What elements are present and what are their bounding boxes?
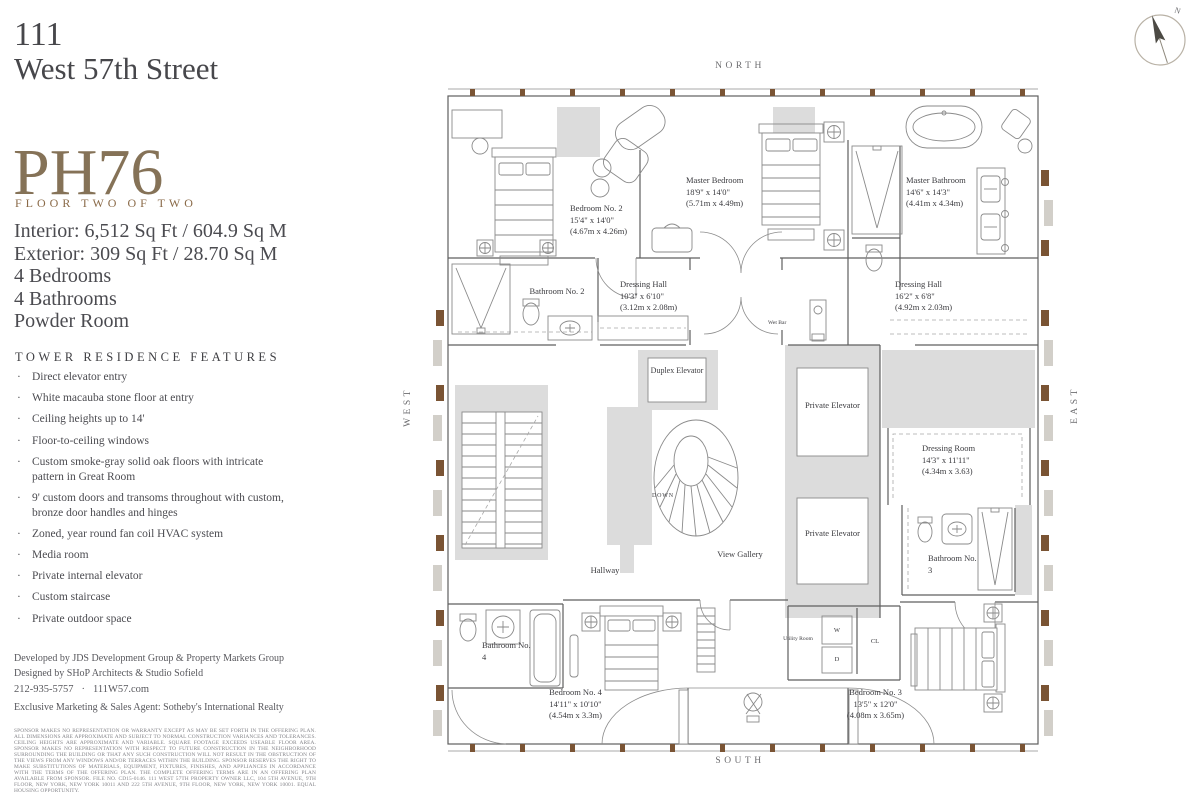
website-link[interactable]: 111W57.com <box>93 684 150 695</box>
west-label: WEST <box>402 387 413 427</box>
closet-label: CL <box>870 638 880 645</box>
east-label: EAST <box>1069 386 1080 424</box>
south-mullion-right <box>848 689 859 745</box>
stat-powder: Powder Room <box>14 310 129 332</box>
address-number: 111 <box>14 16 63 53</box>
room-label-dressing-hall-right: Dressing Hall 16'2" x 6'8" (4.92m x 2.03… <box>895 279 953 312</box>
utility-fixtures <box>821 615 853 674</box>
credits: Developed by JDS Development Group & Pro… <box>14 652 284 681</box>
closet-lines <box>458 319 1028 592</box>
developer-credit: Developed by JDS Development Group & Pro… <box>14 653 284 664</box>
room-label-dressing-hall-left: Dressing Hall 10'3" x 6'10" (3.12m x 2.0… <box>620 279 678 312</box>
plant-table <box>743 692 763 723</box>
room-label-bedroom2: Bedroom No. 2 15'4" x 14'0" (4.67m x 4.2… <box>570 203 628 236</box>
feature-item: Custom smoke-gray solid oak floors with … <box>14 455 286 484</box>
stat-bedrooms: 4 Bedrooms <box>14 265 112 287</box>
exterior-wall <box>447 95 1039 745</box>
floor-label: FLOOR TWO OF TWO <box>15 196 197 210</box>
room-label-private-elevator-lower: Private Elevator <box>805 528 860 538</box>
dryer-label: D <box>834 656 840 663</box>
features-list: Direct elevator entry White macauba ston… <box>14 370 286 633</box>
legal-disclaimer: SPONSOR MAKES NO REPRESENTATION OR WARRA… <box>14 728 316 794</box>
spiral-staircase <box>653 419 739 537</box>
duplex-elevator-cab <box>647 357 707 403</box>
south-mullion-left <box>678 689 689 745</box>
west-facade <box>433 310 444 736</box>
features-title: TOWER RESIDENCE FEATURES <box>15 350 281 364</box>
address-street: West 57th Street <box>14 50 219 86</box>
designer-credit: Designed by SHoP Architects & Studio Sof… <box>14 667 204 679</box>
stair-direction-line <box>464 415 539 546</box>
bedroom2-closet-block <box>557 107 600 157</box>
private-elevator-cab-lower <box>796 497 869 585</box>
unit-stats: Interior: 6,512 Sq Ft / 604.9 Sq M Exter… <box>14 220 287 333</box>
north-window-ticks <box>470 89 1025 96</box>
stair-rail <box>495 411 506 549</box>
feature-item: 9' custom doors and transoms throughout … <box>14 491 286 520</box>
feature-item: Private outdoor space <box>14 612 286 627</box>
north-label: NORTH <box>715 61 765 71</box>
feature-item: Floor-to-ceiling windows <box>14 434 286 449</box>
center-core <box>607 407 652 545</box>
room-label-master-bedroom: Master Bedroom 18'9" x 14'0" (5.71m x 4.… <box>686 175 744 208</box>
room-label-private-elevator-upper: Private Elevator <box>805 400 860 410</box>
room-label-wet-bar: Wet Bar <box>768 320 787 326</box>
south-window-ticks <box>470 744 1025 752</box>
bedroom4-furniture <box>569 605 716 691</box>
room-label-bathroom4: Bathroom No. 4 <box>482 640 531 662</box>
master-bathroom-fixtures <box>851 105 1033 272</box>
feature-item: Media room <box>14 548 286 563</box>
dressing-hall-closet <box>597 315 689 341</box>
bath3-wall <box>1015 505 1032 595</box>
center-core-stem <box>620 545 634 573</box>
private-elevator-cab-upper <box>796 367 869 457</box>
feature-item: Direct elevator entry <box>14 370 286 385</box>
entry-doors <box>699 231 783 335</box>
phone-number: 212-935-5757 <box>14 684 74 695</box>
contact-line: 212-935-5757 · 111W57.com <box>14 684 149 695</box>
feature-item: Zoned, year round fan coil HVAC system <box>14 527 286 542</box>
room-label-view-gallery: View Gallery <box>717 549 763 559</box>
wet-bar-fixture <box>809 299 827 342</box>
interior-walls <box>448 140 1038 744</box>
bathroom2-fixtures <box>451 263 593 341</box>
bedroom3-furniture <box>910 603 1006 713</box>
room-label-master-bathroom: Master Bathroom 14'6" x 14'3" (4.41m x 4… <box>906 175 966 208</box>
room-label-bathroom3: Bathroom No. 3 <box>928 553 977 575</box>
room-label-bathroom2: Bathroom No. 2 <box>529 286 585 296</box>
unit-name: PH76 <box>13 136 164 209</box>
master-bedroom-furniture <box>592 104 845 253</box>
svg-text:N: N <box>1173 5 1182 16</box>
washer-label: W <box>833 627 841 634</box>
bathroom4-fixtures <box>459 609 561 687</box>
stat-bathrooms: 4 Bathrooms <box>14 287 117 310</box>
bathroom3-fixtures <box>917 507 1013 591</box>
room-label-hallway: Hallway <box>590 565 620 575</box>
room-label-utility: Utility Room <box>783 636 813 642</box>
down-label: DOWN <box>652 493 674 499</box>
feature-item: Ceiling heights up to 14' <box>14 412 286 427</box>
building-address: 111 West 57th Street <box>14 16 219 86</box>
dressing-room-millwork <box>882 350 1035 428</box>
room-label-duplex-elevator: Duplex Elevator <box>650 366 704 375</box>
sales-agent: Exclusive Marketing & Sales Agent: Sothe… <box>14 702 284 713</box>
feature-item: Custom staircase <box>14 590 286 605</box>
east-facade <box>1041 170 1053 736</box>
stat-interior: Interior: 6,512 Sq Ft / 604.9 Sq M <box>14 220 287 242</box>
feature-item: Private internal elevator <box>14 569 286 584</box>
separator-dot: · <box>81 684 86 695</box>
room-label-dressing-room: Dressing Room 14'3" x 11'11" (4.34m x 3.… <box>922 443 976 476</box>
south-label: SOUTH <box>715 756 765 766</box>
room-label-bedroom4: Bedroom No. 4 14'11" x 10'10" (4.54m x 3… <box>549 687 602 720</box>
stat-exterior: Exterior: 309 Sq Ft / 28.70 Sq M <box>14 242 278 265</box>
compass-icon: N <box>1134 5 1186 66</box>
bedroom2-furniture <box>451 109 649 266</box>
room-label-bedroom3: Bedroom No. 3 13'5" x 12'0" (4.08m x 3.6… <box>846 687 905 720</box>
feature-item: White macauba stone floor at entry <box>14 391 286 406</box>
